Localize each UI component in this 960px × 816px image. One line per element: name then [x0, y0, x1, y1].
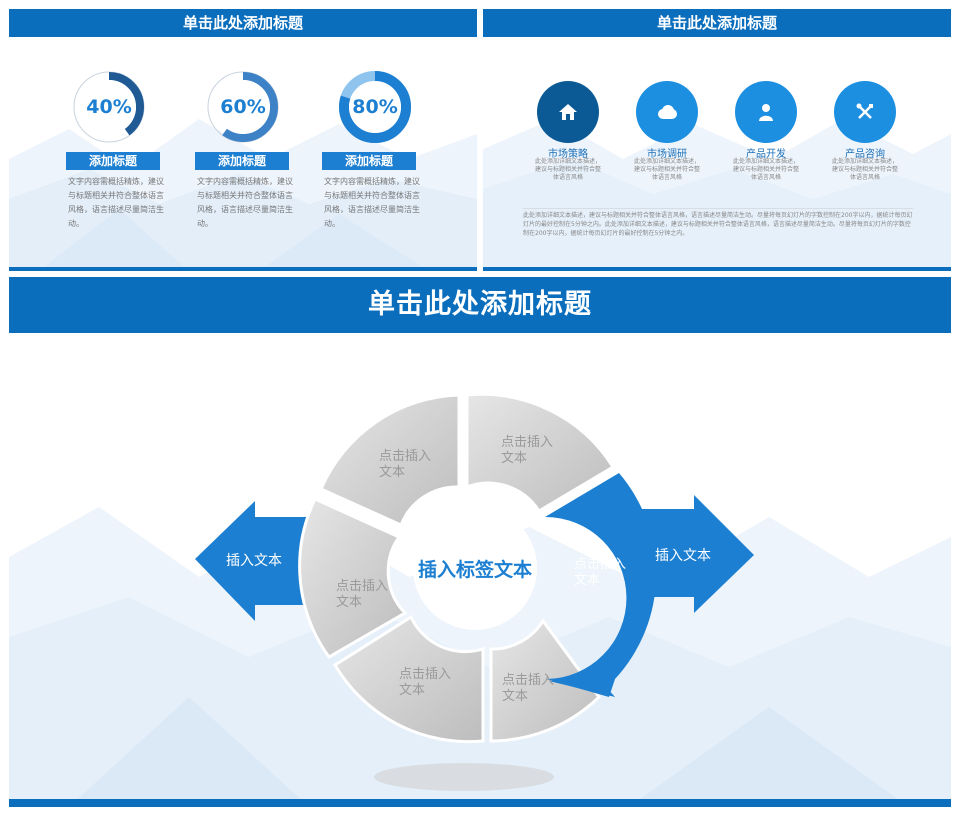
- feature-title-1: 市场策略: [548, 149, 588, 160]
- donut-chart-80: [339, 71, 411, 143]
- feature-desc-3: 此处添加详细文本描述，建议与标题相关并符合整体语言风格: [732, 158, 799, 181]
- right-arrow-shape: [629, 495, 754, 613]
- feature-circle-3[interactable]: [735, 81, 797, 143]
- body-paragraph: 此处添加详细文本描述，建议与标题相关并符合整体语言风格，语言描述尽量简洁生动。尽…: [523, 212, 913, 237]
- cycle-segment-bottom-left: [332, 614, 485, 744]
- segment-text-left[interactable]: 点击插入文本: [336, 579, 389, 610]
- desc-text-3: 文字内容需概括精炼，建议与标题相关并符合整体语言风格，语言描述尽量简洁生动。: [324, 177, 420, 228]
- desc-text-2: 文字内容需概括精炼，建议与标题相关并符合整体语言风格，语言描述尽量简洁生动。: [197, 177, 293, 228]
- divider-line: [523, 208, 913, 209]
- center-label[interactable]: 插入标签文本: [417, 559, 532, 581]
- cycle-diagram: [195, 392, 754, 744]
- percent-label-60: 60%: [220, 96, 266, 118]
- cycle-segment-bottom-right: [489, 618, 601, 743]
- segment-text-bottom-right[interactable]: 点击插入文本: [502, 673, 555, 704]
- feature-circle-4[interactable]: [834, 81, 896, 143]
- cycle-segment-top-right: [465, 392, 616, 514]
- cloud-icon: [658, 105, 677, 119]
- cycle-segment-left: [298, 497, 408, 659]
- slide-3-title[interactable]: 单击此处添加标题: [9, 277, 951, 333]
- feature-title-4: 产品咨询: [845, 149, 885, 160]
- bottom-strip: [9, 267, 477, 271]
- tag-label-3[interactable]: 添加标题: [322, 152, 416, 170]
- desc-text-1: 文字内容需概括精炼，建议与标题相关并符合整体语言风格，语言描述尽量简洁生动。: [68, 177, 164, 228]
- feature-circle-1[interactable]: [537, 81, 599, 143]
- slide-3: 单击此处添加标题 插入标签文本 插入文本 插入文本 点击插入文本 点击插入文本 …: [9, 277, 951, 807]
- cycle-segment-top-left: [319, 393, 461, 528]
- slide-2: 单击此处添加标题 市场策略 此处添加详细文本描述，建议与标题相关并符合整体语言风…: [483, 9, 951, 271]
- percent-label-80: 80%: [352, 96, 398, 118]
- tag-label-2[interactable]: 添加标题: [195, 152, 289, 170]
- tools-icon: [856, 103, 873, 119]
- feature-desc-1: 此处添加详细文本描述，建议与标题相关并符合整体语言风格: [534, 158, 601, 181]
- background-mountains: [483, 119, 951, 271]
- user-icon: [759, 104, 773, 121]
- slide-1-title[interactable]: 单击此处添加标题: [9, 9, 477, 37]
- donut-chart-40: [73, 71, 145, 143]
- percent-label-40: 40%: [86, 96, 132, 118]
- segment-text-highlight[interactable]: 点击插入文本: [574, 557, 627, 588]
- left-arrow-shape: [195, 501, 319, 621]
- bottom-strip: [9, 799, 951, 807]
- segment-text-top-right[interactable]: 点击插入文本: [501, 435, 554, 466]
- segment-text-bottom-left[interactable]: 点击插入文本: [399, 667, 452, 698]
- slide-2-title[interactable]: 单击此处添加标题: [483, 9, 951, 37]
- bottom-strip: [483, 267, 951, 271]
- left-arrow-label[interactable]: 插入文本: [226, 553, 282, 569]
- tag-label-1[interactable]: 添加标题: [66, 152, 160, 170]
- feature-desc-4: 此处添加详细文本描述，建议与标题相关并符合整体语言风格: [831, 158, 898, 181]
- feature-title-3: 产品开发: [746, 149, 786, 160]
- feature-desc-2: 此处添加详细文本描述，建议与标题相关并符合整体语言风格: [633, 158, 700, 181]
- cycle-segment-highlight: [545, 473, 657, 697]
- segment-text-top-left[interactable]: 点击插入文本: [379, 449, 432, 480]
- donut-chart-60: [207, 71, 279, 143]
- right-arrow-label[interactable]: 插入文本: [655, 548, 711, 564]
- home-icon: [559, 104, 577, 120]
- feature-circle-2[interactable]: [636, 81, 698, 143]
- slide-1: 单击此处添加标题 40% 添加标题 文字内容需概括精炼，建议与标题相关并符合整体…: [9, 9, 477, 271]
- feature-title-2: 市场调研: [647, 149, 687, 160]
